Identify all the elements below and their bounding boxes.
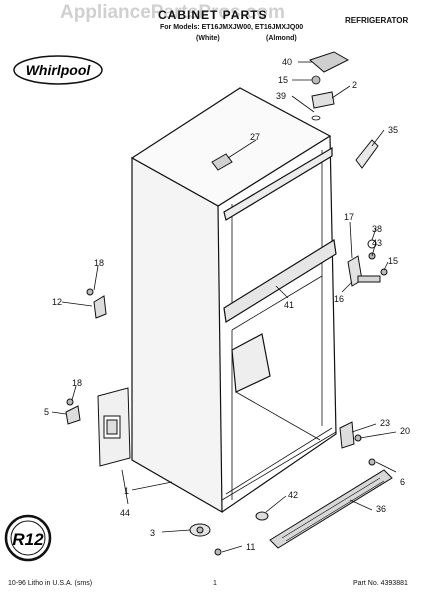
callout-18: 18 — [94, 258, 104, 268]
callout-18b: 18 — [72, 378, 82, 388]
callout-3: 3 — [150, 528, 155, 538]
callout-1: 1 — [124, 486, 129, 496]
callout-41: 41 — [284, 300, 294, 310]
leader-lines — [51, 61, 397, 553]
left-hardware — [65, 288, 107, 425]
r12-badge: R12 — [4, 514, 52, 562]
callout-20: 20 — [400, 426, 410, 436]
part-27 — [211, 153, 233, 171]
callout-17: 17 — [344, 212, 354, 222]
callout-36: 36 — [376, 504, 386, 514]
callout-2: 2 — [352, 80, 357, 90]
callout-44: 44 — [120, 508, 130, 518]
color-white: (White) — [196, 35, 220, 42]
brand-text: Whirlpool — [26, 62, 92, 78]
callout-40: 40 — [282, 57, 292, 67]
part-42 — [255, 511, 269, 521]
screw-15a — [311, 75, 321, 85]
callout-35: 35 — [388, 125, 398, 135]
footer-part-number: Part No. 4393881 — [353, 580, 408, 587]
toe-grille — [269, 469, 393, 549]
cabinet-shell — [130, 87, 337, 514]
lower-bracket — [339, 421, 376, 466]
center-hinge — [347, 239, 388, 287]
callout-23: 23 — [380, 418, 390, 428]
product-label: REFRIGERATOR — [345, 16, 409, 25]
callout-5: 5 — [44, 407, 49, 417]
color-almond: (Almond) — [266, 35, 297, 42]
callout-12: 12 — [52, 297, 62, 307]
callout-27: 27 — [250, 132, 260, 142]
callout-6: 6 — [400, 477, 405, 487]
whirlpool-logo: Whirlpool — [13, 55, 103, 85]
callout-15: 15 — [278, 75, 288, 85]
leveling-leg — [189, 523, 222, 556]
model-subtitle: For Models: ET16JMXJW00, ET16JMXJQ00 — [160, 24, 304, 31]
side-bracket — [97, 387, 131, 467]
callout-15b: 15 — [388, 256, 398, 266]
watermark: AppliancePartsPros.com — [60, 2, 285, 23]
top-hinge — [311, 91, 335, 109]
washer-39 — [311, 115, 321, 121]
footer-print-info: 10-96 Litho in U.S.A. (sms) — [8, 580, 93, 587]
badge-text: R12 — [12, 530, 44, 549]
part-35 — [355, 139, 379, 169]
callout-38: 38 — [372, 224, 382, 234]
page-title: CABINET PARTS — [158, 8, 268, 22]
hinge-cover — [309, 51, 350, 73]
callout-43: 43 — [372, 238, 382, 248]
footer-page-number: 1 — [213, 580, 217, 587]
callout-42: 42 — [288, 490, 298, 500]
callout-39: 39 — [276, 91, 286, 101]
callout-11: 11 — [246, 542, 255, 552]
callout-labels: 40 15 2 39 35 27 17 38 43 15 16 41 18 12… — [44, 57, 410, 552]
callout-16: 16 — [334, 294, 344, 304]
